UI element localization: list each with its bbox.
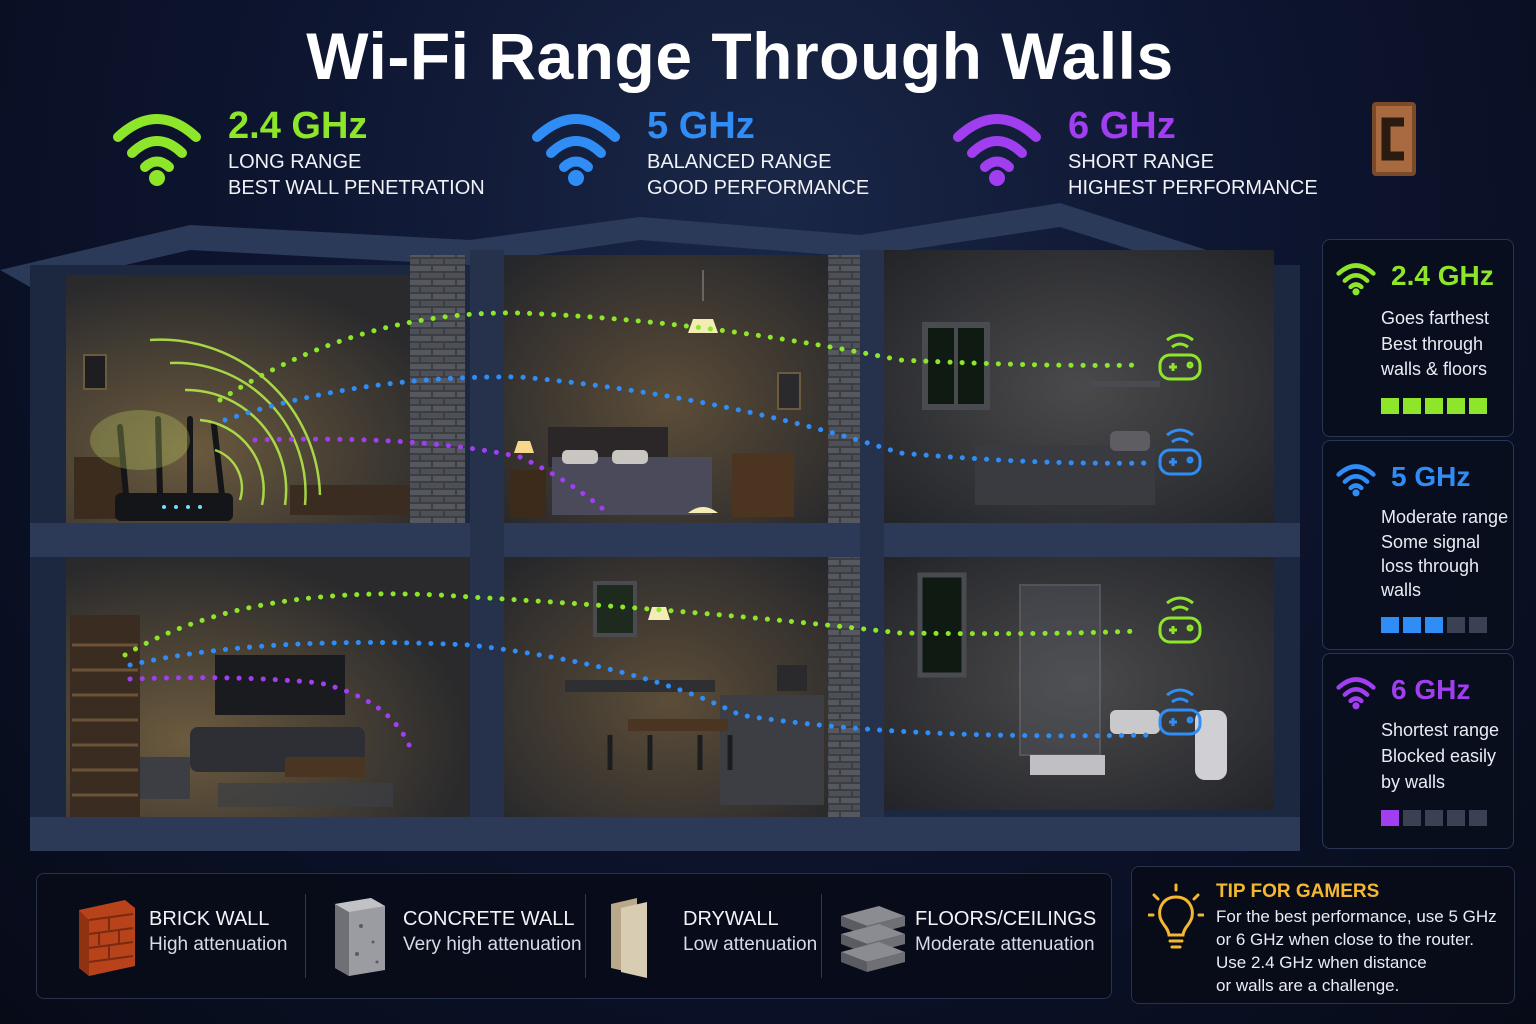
material-attenuation: Low attenuation	[683, 934, 818, 955]
gamepad-icon	[1158, 596, 1202, 644]
card-line: walls & floors	[1381, 359, 1488, 379]
material-drywall: DRYWALL Low attenuation	[607, 874, 837, 998]
strength-segment	[1425, 398, 1443, 414]
tip-line: or 6 GHz when close to the router.	[1216, 930, 1474, 949]
material-name: CONCRETE WALL	[403, 908, 575, 930]
strength-segment	[1447, 810, 1465, 826]
page-title: Wi-Fi Range Through Walls	[306, 19, 1174, 93]
signal-path-6ghz-upper	[252, 436, 613, 518]
strength-segment	[1425, 617, 1443, 633]
material-name: DRYWALL	[683, 908, 779, 930]
tip-box: TIP FOR GAMERS For the best performance,…	[1131, 866, 1515, 1004]
legend-divider	[821, 894, 822, 978]
material-name: FLOORS/CEILINGS	[915, 908, 1097, 930]
card-line: Some signal	[1381, 532, 1481, 552]
card-line: loss through	[1381, 556, 1480, 576]
band-range: BALANCED RANGE	[647, 151, 832, 173]
wifi-icon	[1336, 263, 1376, 296]
gamepad-icon	[1158, 428, 1202, 476]
strength-segment	[1403, 810, 1421, 826]
card-line: Moderate range	[1381, 507, 1509, 527]
strength-segment	[1403, 398, 1421, 414]
strength-segment	[1447, 398, 1465, 414]
strength-segment	[1381, 617, 1399, 633]
strength-segment	[1469, 617, 1487, 633]
material-brick: BRICK WALL High attenuation	[73, 874, 313, 998]
strength-meter	[1381, 617, 1487, 633]
strength-segment	[1469, 810, 1487, 826]
material-attenuation: Moderate attenuation	[915, 934, 1095, 955]
strength-segment	[1403, 617, 1421, 633]
band-header-24ghz: 2.4 GHz LONG RANGE BEST WALL PENETRATION	[110, 105, 510, 205]
strength-segment	[1381, 398, 1399, 414]
tip-line: For the best performance, use 5 GHz	[1216, 907, 1497, 926]
gamepad-icon	[1158, 688, 1202, 736]
brand-logo-icon	[1372, 102, 1416, 176]
brick-icon	[79, 900, 135, 976]
signal-path-5ghz-upper	[222, 374, 1148, 466]
card-line: Best through	[1381, 334, 1484, 354]
router-icon	[115, 416, 233, 521]
lightbulb-icon	[1148, 883, 1204, 949]
band-note: HIGHEST PERFORMANCE	[1068, 177, 1318, 199]
materials-legend: BRICK WALL High attenuation CONCRETE WAL…	[36, 873, 1112, 999]
floor-slab-icon	[841, 906, 905, 972]
band-frequency: 5 GHz	[647, 105, 755, 147]
strength-meter	[1381, 810, 1487, 826]
material-name: BRICK WALL	[149, 908, 270, 930]
card-line: Blocked easily	[1381, 746, 1497, 766]
tip-line: Use 2.4 GHz when distance	[1216, 953, 1427, 972]
strength-segment	[1425, 810, 1443, 826]
wifi-icon	[532, 114, 620, 186]
band-card-6ghz: 6 GHz Shortest range Blocked easily by w…	[1322, 653, 1514, 849]
band-range: LONG RANGE	[228, 151, 362, 173]
material-floors: FLOORS/CEILINGS Moderate attenuation	[839, 874, 1107, 998]
wifi-icon	[113, 114, 201, 186]
strength-meter	[1381, 398, 1487, 414]
drywall-icon	[611, 898, 647, 978]
card-line: walls	[1381, 580, 1422, 600]
strength-segment	[1381, 810, 1399, 826]
band-note: GOOD PERFORMANCE	[647, 177, 870, 199]
signal-path-24ghz-upper	[217, 310, 1143, 403]
band-frequency: 6 GHz	[1068, 105, 1176, 147]
band-header-5ghz: 5 GHz BALANCED RANGE GOOD PERFORMANCE	[529, 105, 909, 205]
legend-divider	[585, 894, 586, 978]
strength-segment	[1447, 617, 1465, 633]
gamepad-icon	[1158, 333, 1202, 381]
signal-path-6ghz-lower	[127, 675, 413, 750]
card-title: 5 GHz	[1391, 461, 1471, 492]
signal-path-24ghz-lower	[122, 591, 1143, 658]
band-card-24ghz: 2.4 GHz Goes farthest Best through walls…	[1322, 239, 1514, 437]
material-attenuation: High attenuation	[149, 934, 288, 955]
material-attenuation: Very high attenuation	[403, 934, 582, 955]
material-concrete: CONCRETE WALL Very high attenuation	[327, 874, 597, 998]
card-line: Shortest range	[1381, 720, 1500, 740]
tip-title: TIP FOR GAMERS	[1216, 881, 1380, 902]
band-header-6ghz: 6 GHz SHORT RANGE HIGHEST PERFORMANCE	[950, 105, 1350, 205]
band-frequency: 2.4 GHz	[228, 105, 368, 147]
card-title: 6 GHz	[1391, 674, 1471, 705]
house-cross-section	[0, 203, 1300, 851]
card-line: by walls	[1381, 772, 1446, 792]
band-note: BEST WALL PENETRATION	[228, 177, 485, 199]
concrete-icon	[335, 898, 385, 976]
tip-line: or walls are a challenge.	[1216, 976, 1400, 995]
legend-divider	[305, 894, 306, 978]
wifi-icon	[1336, 464, 1376, 497]
band-range: SHORT RANGE	[1068, 151, 1214, 173]
signal-path-5ghz-lower	[127, 640, 1153, 739]
card-title: 2.4 GHz	[1391, 260, 1494, 291]
wifi-icon	[1336, 677, 1376, 710]
card-line: Goes farthest	[1381, 308, 1490, 328]
strength-segment	[1469, 398, 1487, 414]
wifi-icon	[953, 114, 1041, 186]
band-card-5ghz: 5 GHz Moderate range Some signal loss th…	[1322, 440, 1514, 650]
